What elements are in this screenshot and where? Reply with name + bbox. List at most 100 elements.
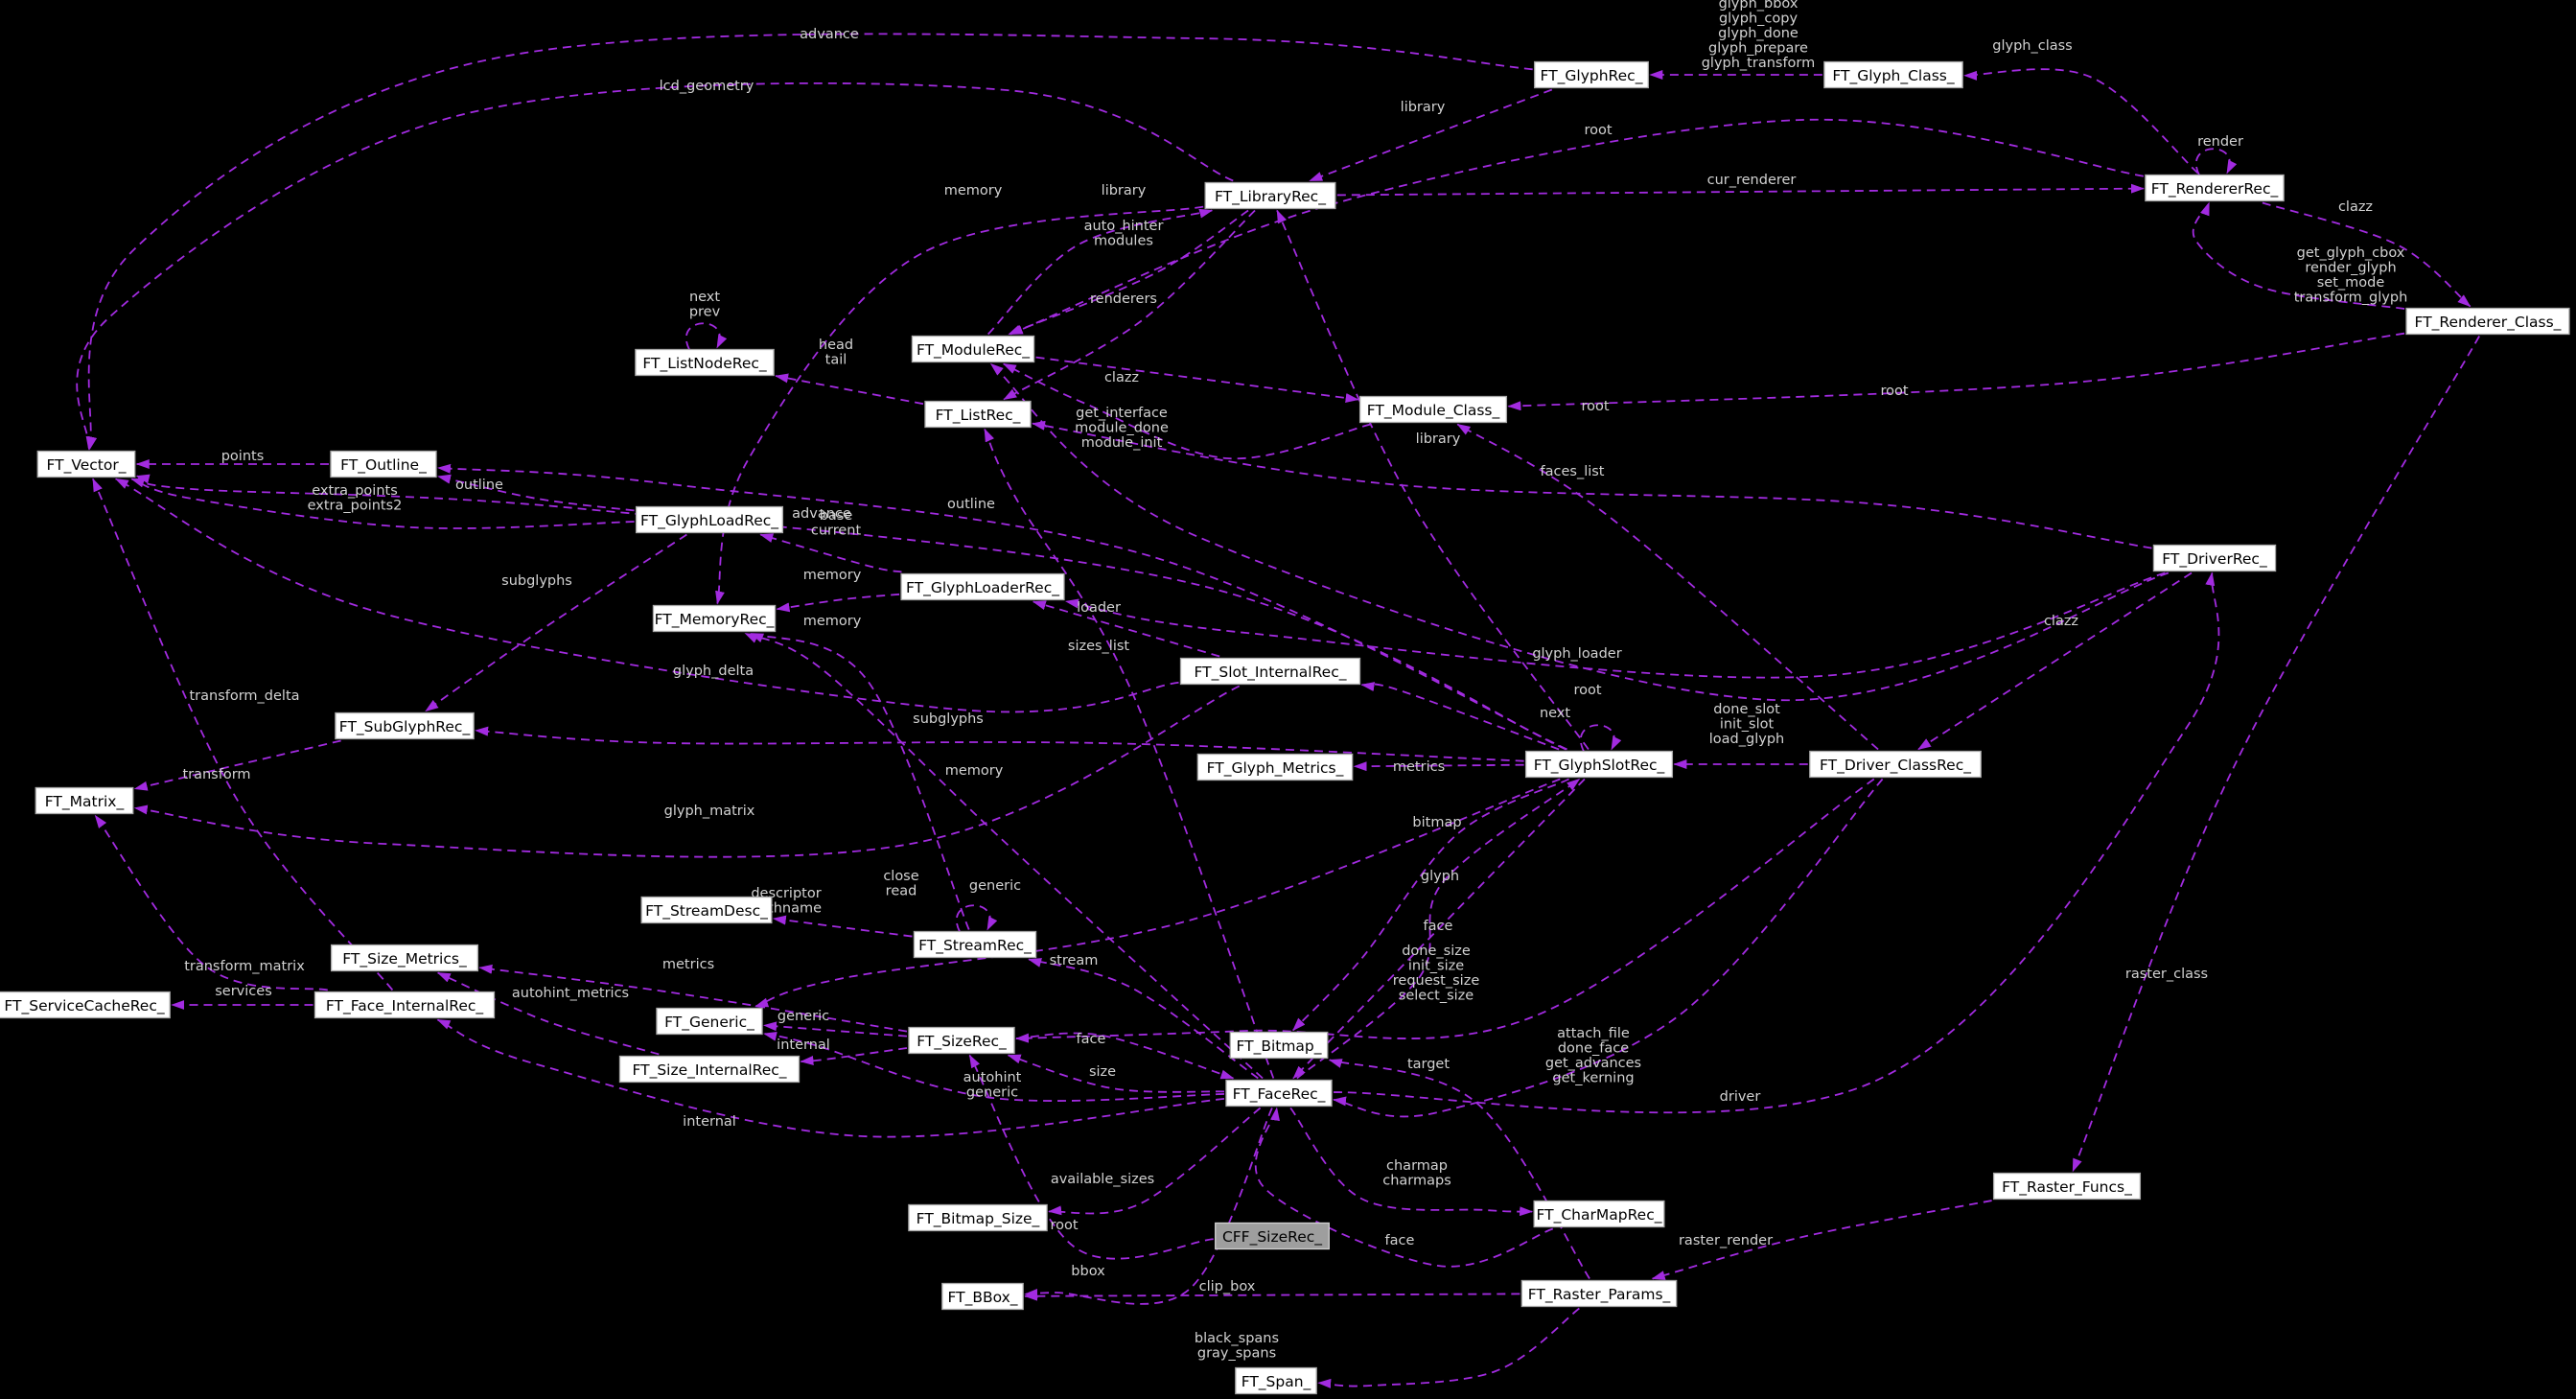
edge-FT_GlyphLoaderRec_-FT_MemoryRec_	[776, 593, 900, 613]
edge-FT_LibraryRec_-FT_Vector_	[76, 82, 1234, 451]
node-ft_size_metrics[interactable]: FT_Size_Metrics_	[330, 944, 479, 972]
edge-FT_GlyphSlotRec_-FT_Vector_	[135, 474, 1566, 751]
node-label: FT_Size_Metrics_	[342, 950, 467, 968]
edge-FT_Slot_InternalRec_-FT_Matrix_	[133, 685, 1241, 858]
edge-FT_GlyphRec_-FT_Vector_	[87, 33, 1533, 451]
node-ft_size_internalrec[interactable]: FT_Size_InternalRec_	[618, 1055, 801, 1084]
node-label: FT_ListRec_	[936, 407, 1021, 425]
node-ft_bitmap_size[interactable]: FT_Bitmap_Size_	[908, 1203, 1048, 1232]
node-ft_subglyphrec[interactable]: FT_SubGlyphRec_	[335, 711, 475, 740]
edge-label: generic	[969, 878, 1021, 894]
edge-label: outline	[947, 497, 995, 512]
node-ft_streamrec[interactable]: FT_StreamRec_	[913, 930, 1037, 959]
edge-FT_GlyphSlotRec_-FT_Bitmap_	[1292, 778, 1569, 1032]
node-label: FT_LibraryRec_	[1215, 188, 1326, 206]
node-label: FT_BBox_	[947, 1289, 1017, 1307]
edge-label: face	[1077, 1032, 1106, 1047]
edge-FT_FaceRec_-FT_BBox_	[1024, 1108, 1273, 1305]
node-label: FT_Vector_	[46, 456, 126, 475]
node-ft_driver_classrec[interactable]: FT_Driver_ClassRec_	[1809, 750, 1982, 779]
edge-FT_FaceRec_-FT_Generic_	[763, 1031, 1224, 1102]
edge-FT_FaceRec_-FT_DriverRec_	[1334, 571, 2220, 1114]
node-ft_slot_internalrec[interactable]: FT_Slot_InternalRec_	[1179, 657, 1361, 686]
node-ft_sizerec[interactable]: FT_SizeRec_	[908, 1026, 1015, 1055]
edge-FT_Slot_InternalRec_-FT_GlyphLoaderRec_	[1032, 600, 1220, 658]
node-ft_glyphrec[interactable]: FT_GlyphRec_	[1534, 60, 1649, 89]
node-ft_listrec[interactable]: FT_ListRec_	[924, 400, 1032, 429]
node-ft_raster_funcs[interactable]: FT_Raster_Funcs_	[1992, 1172, 2142, 1201]
edge-label: library	[1102, 183, 1147, 198]
edge-FT_StreamRec_-FT_StreamDesc_	[772, 915, 913, 938]
node-label: FT_Renderer_Class_	[2415, 314, 2562, 332]
edge-label: advance	[792, 506, 851, 522]
node-ft_span[interactable]: FT_Span_	[1235, 1366, 1317, 1395]
edge-FT_Raster_Params_-FT_BBox_	[1024, 1291, 1520, 1301]
edge-label: raster_class	[2125, 967, 2208, 982]
node-ft_raster_params[interactable]: FT_Raster_Params_	[1520, 1279, 1678, 1308]
edge-FT_SubGlyphRec_-FT_Matrix_	[133, 739, 341, 791]
node-ft_module_class[interactable]: FT_Module_Class_	[1358, 395, 1508, 424]
node-ft_driverrec[interactable]: FT_DriverRec_	[2152, 544, 2277, 572]
edge-FT_FaceRec_-FT_GlyphSlotRec_	[1296, 778, 1581, 1080]
edge-FT_FaceRec_-FT_Bitmap_Size_	[1048, 1107, 1262, 1216]
edge-label: available_sizes	[1051, 1172, 1154, 1187]
edge-label: size	[1089, 1064, 1116, 1080]
edge-FT_DriverRec_-FT_Driver_ClassRec_	[1917, 571, 2193, 751]
node-ft_glyphloaderrec[interactable]: FT_GlyphLoaderRec_	[900, 572, 1065, 601]
edge-FT_GlyphSlotRec_-FT_Slot_InternalRec_	[1360, 682, 1560, 751]
node-ft_listnoderec[interactable]: FT_ListNodeRec_	[635, 348, 775, 377]
node-ft_glyph_class[interactable]: FT_Glyph_Class_	[1823, 60, 1963, 89]
edge-label: render	[2197, 134, 2243, 150]
node-label: FT_Span_	[1242, 1373, 1311, 1391]
edge-FT_Raster_Params_-FT_Span_	[1317, 1307, 1580, 1388]
node-label: FT_Face_InternalRec_	[326, 997, 484, 1015]
edge-FT_Slot_InternalRec_-FT_Vector_	[114, 478, 1179, 713]
node-ft_facerec[interactable]: FT_FaceRec_	[1225, 1079, 1333, 1108]
node-ft_vector[interactable]: FT_Vector_	[36, 450, 136, 478]
node-ft_generic[interactable]: FT_Generic_	[656, 1007, 763, 1036]
node-ft_libraryrec[interactable]: FT_LibraryRec_	[1204, 181, 1336, 210]
node-ft_glyph_metrics[interactable]: FT_Glyph_Metrics_	[1196, 753, 1354, 781]
node-ft_streamdesc[interactable]: FT_StreamDesc_	[640, 896, 773, 924]
edge-label: memory	[803, 614, 862, 629]
node-ft_outline[interactable]: FT_Outline_	[330, 450, 437, 478]
edge-FT_SizeRec_-FT_Size_InternalRec_	[800, 1047, 908, 1065]
edge-label: driver	[1720, 1089, 1761, 1105]
edge-label: root	[1581, 399, 1609, 414]
node-ft_bbox[interactable]: FT_BBox_	[941, 1282, 1024, 1311]
node-label: FT_ModuleRec_	[917, 341, 1030, 360]
edge-label: renderers	[1090, 291, 1157, 307]
node-ft_matrix[interactable]: FT_Matrix_	[35, 786, 134, 815]
node-ft_rendererrec[interactable]: FT_RendererRec_	[2145, 174, 2285, 202]
edge-label: glyph_delta	[673, 664, 754, 679]
edge-label: transform_matrix	[184, 959, 305, 974]
node-label: FT_GlyphLoadRec_	[640, 512, 778, 530]
node-ft_glyphloadrec[interactable]: FT_GlyphLoadRec_	[635, 505, 784, 534]
node-cff_sizerec[interactable]: CFF_SizeRec_	[1215, 1222, 1330, 1250]
node-label: FT_MemoryRec_	[655, 611, 775, 629]
edge-label: subglyphs	[913, 711, 984, 727]
edge-FT_SizeRec_-FT_Generic_	[763, 1021, 908, 1038]
node-ft_memoryrec[interactable]: FT_MemoryRec_	[652, 604, 777, 633]
edge-FT_GlyphLoadRec_-FT_SubGlyphRec_	[425, 533, 687, 712]
edge-CFF_SizeRec_-FT_SizeRec_	[968, 1054, 1214, 1260]
node-ft_renderer_class[interactable]: FT_Renderer_Class_	[2405, 307, 2570, 336]
edge-self-FT_RendererRec_	[2195, 148, 2238, 175]
node-ft_face_internalrec[interactable]: FT_Face_InternalRec_	[313, 991, 496, 1019]
edge-FT_Driver_ClassRec_-FT_SizeRec_	[1015, 778, 1875, 1043]
edge-label: glyph	[1421, 869, 1459, 884]
node-ft_bitmap[interactable]: FT_Bitmap_	[1229, 1031, 1329, 1060]
node-ft_glyphslotrec[interactable]: FT_GlyphSlotRec_	[1524, 750, 1674, 779]
node-ft_servicecacherec[interactable]: FT_ServiceCacheRec_	[0, 991, 171, 1019]
edge-label: cur_renderer	[1707, 173, 1797, 188]
edge-FT_FaceRec_-FT_MemoryRec_	[744, 632, 1264, 1080]
edge-label: services	[215, 984, 272, 999]
node-ft_modulerec[interactable]: FT_ModuleRec_	[911, 335, 1035, 363]
node-ft_charmaprec[interactable]: FT_CharMapRec_	[1533, 1200, 1665, 1228]
